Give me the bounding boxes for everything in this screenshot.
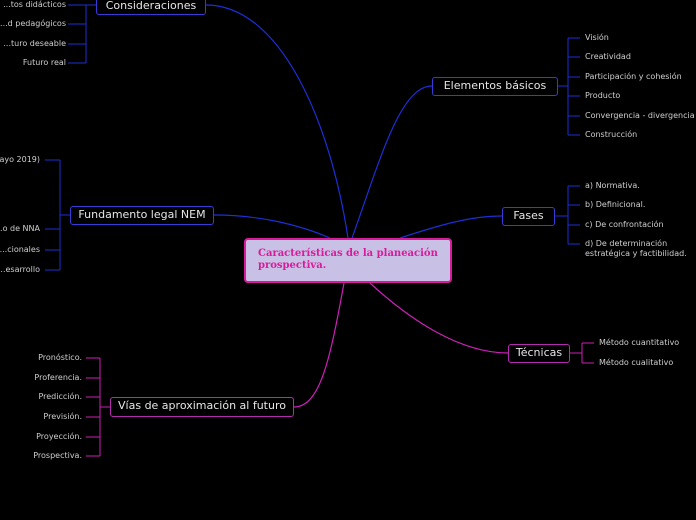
leaf-elementos-6[interactable]: Construcción xyxy=(585,130,638,139)
connector-vias xyxy=(293,282,345,408)
topic-vias-aproximacion-label: Vías de aproximación al futuro xyxy=(118,399,286,412)
topic-tecnicas[interactable]: Técnicas xyxy=(508,344,570,363)
leaf-fundamento-3[interactable]: ...cionales xyxy=(0,245,40,254)
consideraciones-bracket xyxy=(68,4,96,64)
topic-elementos-basicos[interactable]: Elementos básicos xyxy=(432,77,558,96)
leaf-vias-5[interactable]: Proyección. xyxy=(36,432,82,441)
leaf-fases-3[interactable]: c) De confrontación xyxy=(585,220,664,229)
leaf-consideraciones-3[interactable]: ...turo deseable xyxy=(3,39,66,48)
topic-elementos-basicos-label: Elementos básicos xyxy=(443,79,547,92)
vias-bracket xyxy=(86,357,110,457)
leaf-fases-4[interactable]: d) De determinación estratégica y factib… xyxy=(585,239,687,258)
fases-bracket xyxy=(555,185,580,245)
leaf-fases-2[interactable]: b) Definicional. xyxy=(585,200,646,209)
topic-consideraciones-label: Consideraciones xyxy=(105,0,197,12)
connector-tecnicas xyxy=(369,282,509,354)
central-topic-label: Características de la planeación prospec… xyxy=(258,248,438,271)
topic-tecnicas-label: Técnicas xyxy=(515,346,563,359)
leaf-elementos-5[interactable]: Convergencia - divergencia xyxy=(585,111,695,120)
connector-fases xyxy=(399,215,503,239)
leaf-consideraciones-4[interactable]: Futuro real xyxy=(22,58,66,67)
topic-fundamento-legal-label: Fundamento legal NEM xyxy=(78,208,206,221)
topic-fundamento-legal[interactable]: Fundamento legal NEM xyxy=(70,206,214,225)
leaf-elementos-1[interactable]: Visión xyxy=(585,33,609,42)
leaf-fases-1[interactable]: a) Normativa. xyxy=(585,181,640,190)
leaf-fundamento-2[interactable]: ...o de NNA xyxy=(0,224,40,233)
leaf-vias-3[interactable]: Predicción. xyxy=(38,392,82,401)
leaf-tecnicas-1[interactable]: Método cuantitativo xyxy=(599,338,680,347)
leaf-elementos-3[interactable]: Participación y cohesión xyxy=(585,72,682,81)
leaf-vias-2[interactable]: Proferencia. xyxy=(34,373,82,382)
connector-fundamento xyxy=(213,214,331,239)
connector-elementos xyxy=(351,85,433,239)
topic-vias-aproximacion[interactable]: Vías de aproximación al futuro xyxy=(110,397,294,417)
leaf-elementos-4[interactable]: Producto xyxy=(585,91,621,100)
leaf-consideraciones-2[interactable]: ...d pedagógicos xyxy=(0,19,66,28)
leaf-fundamento-1[interactable]: ...ayo 2019) xyxy=(0,155,40,164)
central-topic[interactable]: Características de la planeación prospec… xyxy=(244,238,452,283)
topic-consideraciones[interactable]: Consideraciones xyxy=(96,0,206,15)
tecnicas-bracket xyxy=(570,342,594,364)
leaf-elementos-2[interactable]: Creatividad xyxy=(585,52,631,61)
topic-fases-label: Fases xyxy=(513,209,544,222)
leaf-vias-6[interactable]: Prospectiva. xyxy=(33,451,82,460)
topic-fases[interactable]: Fases xyxy=(502,207,555,226)
connector-consideraciones xyxy=(205,4,349,239)
fundamento-bracket xyxy=(45,159,70,271)
leaf-tecnicas-2[interactable]: Método cualitativo xyxy=(599,358,674,367)
leaf-fundamento-4[interactable]: ...esarrollo xyxy=(0,265,40,274)
leaf-vias-1[interactable]: Pronóstico. xyxy=(38,353,82,362)
elementos-bracket xyxy=(558,37,580,136)
leaf-consideraciones-1[interactable]: ...tos didácticos xyxy=(3,0,66,9)
leaf-vias-4[interactable]: Previsión. xyxy=(43,412,82,421)
